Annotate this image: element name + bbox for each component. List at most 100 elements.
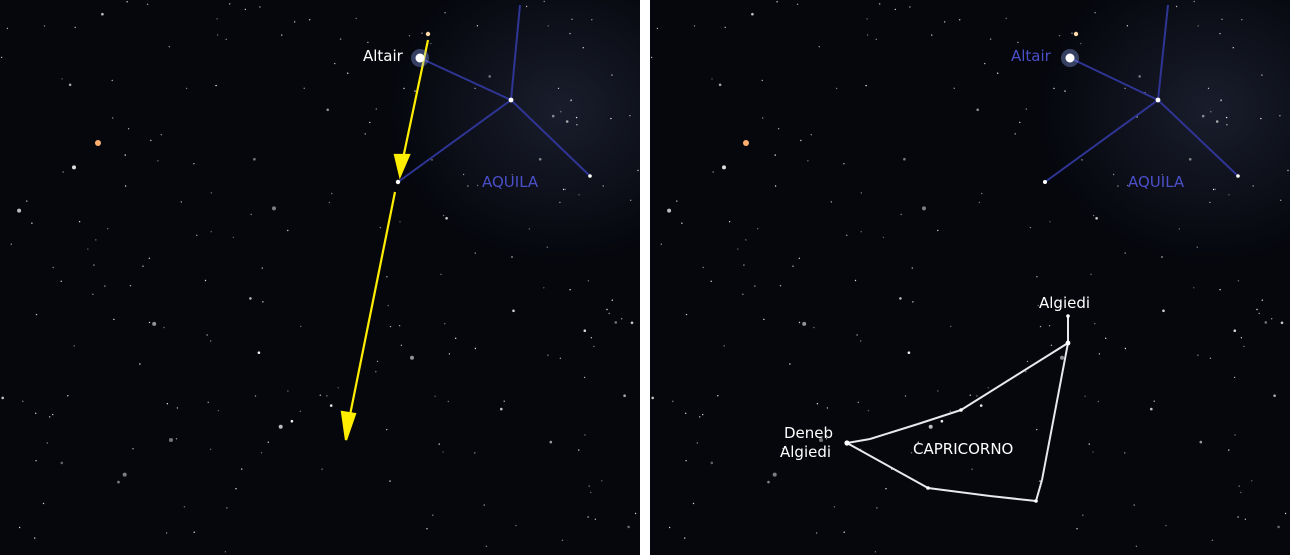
background-star (1088, 443, 1090, 445)
altair-label: Altair (363, 47, 403, 65)
background-star (511, 173, 513, 176)
background-star (1193, 287, 1195, 289)
background-star (426, 528, 428, 530)
background-star (559, 357, 562, 359)
background-star (259, 6, 261, 8)
background-star (1251, 480, 1253, 482)
background-star (68, 83, 72, 87)
background-star (692, 502, 695, 505)
background-star (583, 376, 586, 379)
background-star (1287, 169, 1289, 172)
background-star (826, 407, 829, 409)
aquila-constellation-lines (1044, 4, 1239, 183)
background-star (1207, 87, 1210, 90)
background-star (835, 87, 838, 90)
arrow-head-lower (340, 410, 357, 441)
background-star (717, 395, 719, 397)
background-star (856, 334, 858, 336)
background-star (767, 480, 770, 484)
background-star (1039, 325, 1042, 328)
background-star (67, 395, 69, 397)
background-star (434, 395, 436, 397)
background-star (629, 115, 631, 117)
arrow-head-upper (393, 153, 411, 180)
background-star (1232, 47, 1234, 49)
background-star (216, 18, 218, 20)
background-star (124, 154, 126, 156)
background-star (904, 395, 907, 397)
background-star (278, 424, 283, 429)
background-star (1209, 357, 1212, 359)
background-star (569, 289, 571, 291)
background-star (148, 257, 151, 259)
aquila-star (1043, 180, 1047, 184)
background-star (792, 265, 794, 267)
background-star (267, 441, 269, 443)
background-star (860, 192, 862, 194)
background-star (922, 206, 926, 211)
background-star (250, 213, 252, 216)
background-star (104, 285, 106, 287)
background-star (779, 285, 782, 287)
background-star (798, 321, 801, 324)
deneb-label-line2: Algiedi (780, 443, 832, 461)
background-star (1228, 194, 1230, 196)
background-star (444, 12, 446, 14)
background-star (1188, 158, 1192, 161)
background-star (1238, 485, 1240, 487)
background-star (560, 111, 562, 113)
background-star (146, 3, 149, 5)
background-star (693, 25, 696, 27)
capricorn-line (989, 495, 1037, 502)
background-star (833, 506, 836, 508)
background-star (1256, 308, 1258, 311)
background-star (1126, 25, 1129, 27)
background-star (483, 504, 485, 506)
background-star (294, 21, 296, 23)
background-star (61, 78, 63, 80)
background-star (1280, 321, 1284, 325)
background-star (712, 171, 714, 173)
background-star (1219, 289, 1221, 291)
background-star (440, 273, 442, 275)
orange-star (95, 140, 101, 146)
background-star (724, 26, 726, 29)
background-star (476, 184, 479, 187)
background-star (474, 347, 477, 350)
background-star (476, 25, 479, 27)
background-star (339, 38, 342, 40)
background-star (176, 407, 179, 409)
background-star (112, 117, 114, 119)
background-star (1017, 41, 1019, 44)
background-star (575, 116, 578, 119)
background-star (876, 507, 878, 509)
background-star (1082, 514, 1084, 516)
background-star (1196, 246, 1198, 248)
background-star (254, 395, 257, 397)
background-star (860, 231, 862, 233)
background-star (165, 532, 168, 534)
background-star (601, 480, 603, 482)
milky-way-glow (1040, 0, 1290, 260)
background-star (0, 56, 3, 59)
background-star (587, 516, 589, 518)
background-stars (650, 0, 1289, 553)
background-star (196, 234, 198, 236)
background-star (1193, 0, 1195, 3)
background-star (160, 134, 162, 136)
background-star (543, 287, 545, 289)
background-star (1161, 173, 1163, 176)
background-star (369, 121, 371, 124)
background-star (1133, 504, 1135, 506)
background-star (723, 345, 725, 347)
background-star (1025, 371, 1027, 373)
aquila-line (1044, 99, 1159, 183)
background-star (1178, 228, 1180, 230)
background-star (981, 192, 983, 195)
background-star (319, 394, 321, 396)
background-star (565, 120, 569, 123)
background-star (543, 0, 545, 3)
background-star (398, 325, 401, 327)
background-star (593, 345, 595, 348)
background-star (944, 21, 946, 23)
